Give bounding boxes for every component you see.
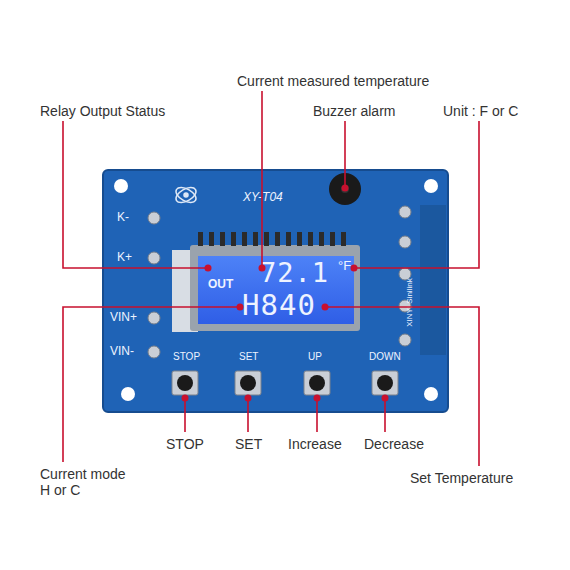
leader-line bbox=[63, 307, 240, 462]
leader-dot bbox=[382, 395, 389, 402]
button-silkscreen: UP bbox=[308, 351, 322, 363]
pin-name: VIN- bbox=[110, 345, 134, 359]
button-silkscreen: SET bbox=[239, 351, 258, 363]
set-temperature: H840 bbox=[242, 289, 316, 322]
pin-name: K+ bbox=[117, 251, 132, 265]
lcd-pins bbox=[198, 232, 346, 246]
leader-line bbox=[325, 307, 479, 466]
logo bbox=[173, 184, 198, 205]
callout-label: Unit : F or C bbox=[443, 103, 518, 119]
callout-label: Set Temperature bbox=[410, 470, 513, 486]
callout-label: Buzzer alarm bbox=[313, 103, 395, 119]
leader-line bbox=[247, 398, 249, 432]
callout-label: Current mode H or C bbox=[40, 466, 132, 498]
buzzer bbox=[329, 173, 361, 205]
callout-label: Decrease bbox=[364, 436, 424, 452]
brand-name: XINYI Sinilink bbox=[405, 278, 414, 326]
mount-hole bbox=[114, 179, 128, 193]
leader-line bbox=[184, 398, 186, 432]
screw-terminals bbox=[148, 206, 411, 358]
leader-line bbox=[354, 121, 479, 268]
unit-indicator: °F bbox=[338, 259, 351, 274]
leader-dot bbox=[182, 395, 189, 402]
mount-hole bbox=[424, 179, 438, 193]
model-name: XY-T04 bbox=[243, 191, 283, 205]
pcb-board bbox=[103, 170, 448, 412]
leader-line bbox=[63, 121, 208, 268]
lcd-screen: OUT 72.1 °F H840 bbox=[198, 256, 354, 324]
leader-line bbox=[344, 121, 346, 188]
leader-line bbox=[384, 398, 386, 432]
button-silkscreen: DOWN bbox=[369, 351, 401, 363]
pcb-board: XY-T04K- K+ VIN+ VIN- STOP SET UP DOWN XINYI Sin… bbox=[103, 170, 448, 412]
callout-label: Increase bbox=[288, 436, 342, 452]
callout-label: STOP bbox=[166, 436, 204, 452]
callout-label: SET bbox=[235, 436, 262, 452]
pin-name: K- bbox=[117, 211, 129, 225]
mount-hole bbox=[121, 387, 135, 401]
button-silkscreen: STOP bbox=[173, 351, 200, 363]
leader-dot bbox=[245, 395, 252, 402]
leader-dot bbox=[342, 185, 349, 192]
mount-hole bbox=[424, 387, 438, 401]
leader-line bbox=[261, 91, 263, 268]
leader-line bbox=[316, 398, 318, 432]
callout-label: Current measured temperature bbox=[237, 73, 429, 89]
lcd-bezel bbox=[190, 245, 360, 331]
callout-label: Relay Output Status bbox=[40, 103, 165, 119]
push-buttons bbox=[172, 371, 398, 395]
buzzer-port bbox=[341, 185, 349, 193]
leader-dot bbox=[314, 395, 321, 402]
relay-indicator: OUT bbox=[208, 278, 233, 292]
pin-name: VIN+ bbox=[110, 311, 137, 325]
measured-temperature: 72.1 bbox=[260, 257, 329, 288]
relay-area bbox=[420, 205, 446, 355]
